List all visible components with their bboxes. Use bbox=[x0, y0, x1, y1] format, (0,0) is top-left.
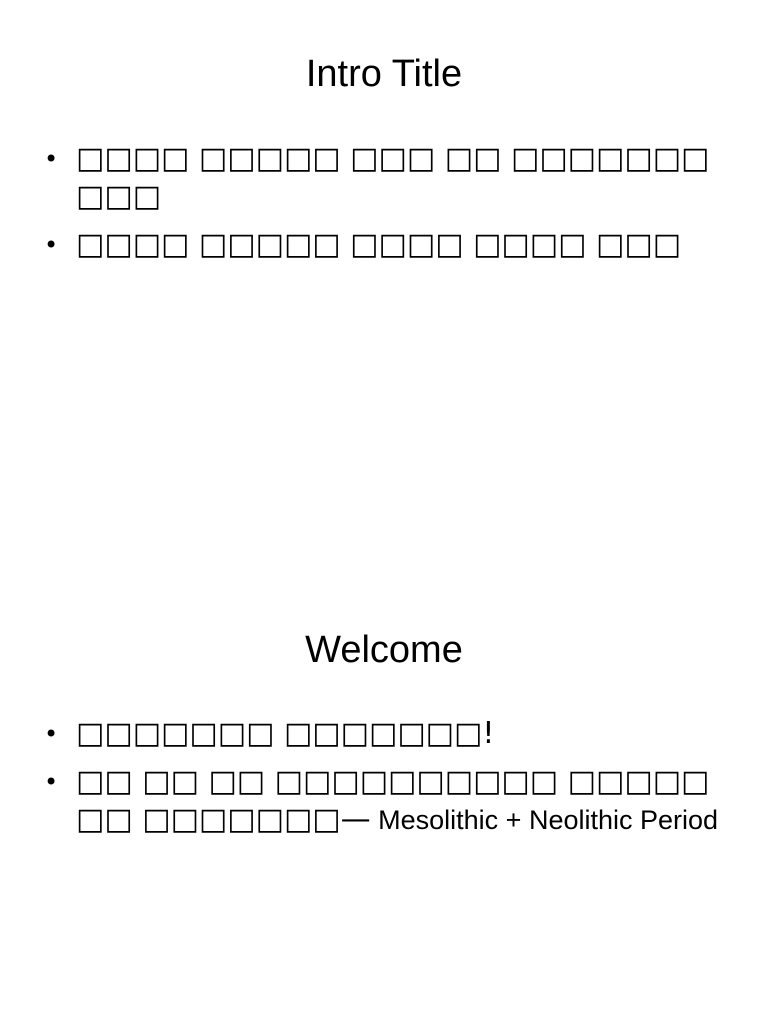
bullet-text: □□□□ □□□□□ □□□ □□ □□□□□□□ □□□ bbox=[76, 141, 710, 214]
bullet-list: • □□□□ □□□□□ □□□ □□ □□□□□□□ □□□ • □□□□ □… bbox=[44, 140, 738, 274]
bullet-item: • □□ □□ □□ □□□□□□□□□□ □□□□□ □□ □□□□□□□— … bbox=[44, 763, 738, 839]
bullet-text: □□ □□ □□ □□□□□□□□□□ □□□□□ □□ □□□□□□□— bbox=[76, 764, 710, 837]
bullet-item: • □□□□ □□□□□ □□□□ □□□□ □□□ bbox=[44, 226, 738, 264]
bullet-dot-icon: • bbox=[44, 768, 59, 796]
bullet-suffix: Mesolithic + Neolithic Period bbox=[370, 805, 719, 835]
bullet-list: • □□□□□□□ □□□□□□□! • □□ □□ □□ □□□□□□□□□□… bbox=[44, 715, 738, 849]
bullet-dot-icon: • bbox=[44, 231, 59, 259]
bullet-text: □□□□ □□□□□ □□□□ □□□□ □□□ bbox=[76, 227, 682, 262]
bullet-dot-icon: • bbox=[44, 145, 59, 173]
slide-title: Welcome bbox=[305, 629, 463, 671]
slide-title: Intro Title bbox=[305, 53, 463, 95]
bullet-text: □□□□□□□ □□□□□□□! bbox=[76, 716, 495, 751]
bullet-item: • □□□□ □□□□□ □□□ □□ □□□□□□□ □□□ bbox=[44, 140, 738, 216]
bullet-dot-icon: • bbox=[44, 720, 59, 748]
slide-welcome: Welcome • □□□□□□□ □□□□□□□! • □□ □□ □□ □□… bbox=[0, 576, 768, 1024]
bullet-item: • □□□□□□□ □□□□□□□! bbox=[44, 715, 738, 753]
slide-intro: Intro Title • □□□□ □□□□□ □□□ □□ □□□□□□□ … bbox=[44, 53, 738, 274]
